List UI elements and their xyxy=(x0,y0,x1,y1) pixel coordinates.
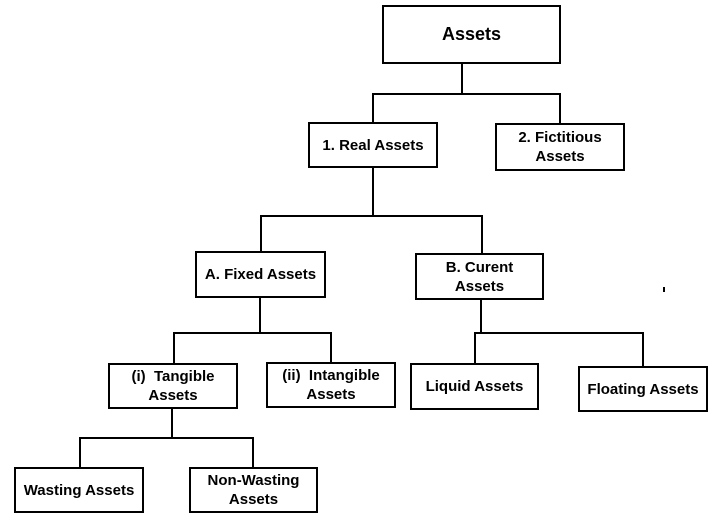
node-fictitious-assets: 2. Fictitious Assets xyxy=(495,123,625,171)
node-liquid-assets: Liquid Assets xyxy=(410,363,539,410)
node-fixed-assets: A. Fixed Assets xyxy=(195,251,326,298)
node-floating-assets: Floating Assets xyxy=(578,366,708,412)
node-intangible-assets: (ii) Intangible Assets xyxy=(266,362,396,408)
node-real-assets: 1. Real Assets xyxy=(308,122,438,168)
node-assets: Assets xyxy=(382,5,561,64)
stray-period-mark xyxy=(663,287,665,292)
node-non-wasting-assets: Non-Wasting Assets xyxy=(189,467,318,513)
node-tangible-assets: (i) Tangible Assets xyxy=(108,363,238,409)
node-wasting-assets: Wasting Assets xyxy=(14,467,144,513)
node-current-assets: B. Curent Assets xyxy=(415,253,544,300)
